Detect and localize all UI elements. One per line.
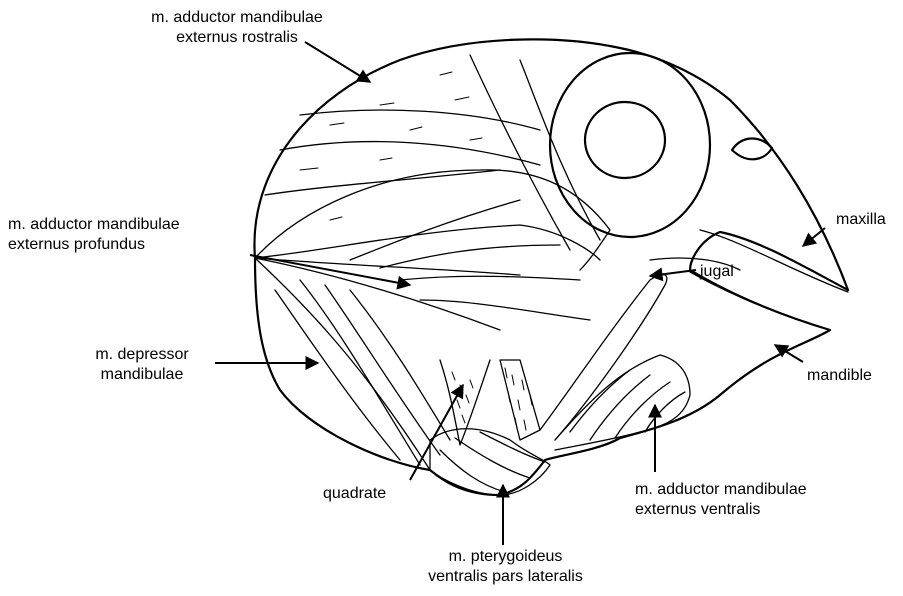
label-jugal: jugal — [700, 262, 734, 282]
label-quadrate: quadrate — [323, 484, 386, 504]
arrow-jugal — [650, 270, 696, 276]
label-adductor-profundus: m. adductor mandibulae externus profundu… — [8, 215, 180, 255]
label-maxilla: maxilla — [836, 210, 886, 230]
arrow-adductor-profundus — [250, 255, 410, 285]
arrow-adductor-rostralis — [305, 42, 370, 82]
eye-inner — [585, 102, 665, 178]
arrow-quadrate — [410, 385, 463, 480]
label-adductor-ventralis: m. adductor mandibulae externus ventrali… — [635, 480, 807, 520]
rostralis-muscle — [255, 170, 610, 270]
arrow-maxilla — [803, 228, 825, 246]
label-depressor: m. depressor mandibulae — [72, 345, 212, 385]
head-outline — [254, 39, 848, 495]
eye-orbit — [550, 53, 710, 237]
label-mandible: mandible — [807, 366, 872, 386]
quadrate-bone — [440, 360, 490, 445]
jugal-bar — [540, 275, 667, 440]
label-pterygoideus: m. pterygoideus ventralis pars lateralis — [398, 547, 613, 587]
nostril — [732, 138, 772, 159]
label-adductor-rostralis: m. adductor mandibulae externus rostrali… — [112, 8, 362, 48]
pterygoideus-muscle — [430, 429, 550, 495]
